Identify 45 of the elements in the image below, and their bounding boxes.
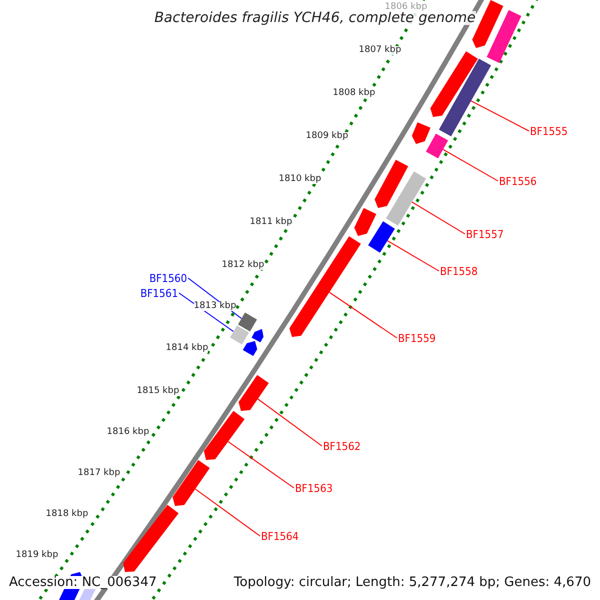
gene-label: BF1556 xyxy=(499,176,537,186)
map-title: Bacteroides fragilis YCH46, complete genome xyxy=(154,11,476,25)
tick-label: 1809 kbp xyxy=(306,132,348,140)
tick-label: 1813 kbp xyxy=(194,302,236,310)
gene-feature xyxy=(438,58,492,136)
gene-label: BF1560 xyxy=(149,272,187,284)
tick-label: 1811 kbp xyxy=(250,218,292,226)
tick-label: 1817 kbp xyxy=(78,468,120,478)
gene-feature xyxy=(289,236,361,337)
tick-label: 1814 kbp xyxy=(166,344,208,352)
leader-line xyxy=(228,441,294,488)
tick-label: 1819 kbp xyxy=(16,550,58,560)
tick-label: 1806 kbp xyxy=(384,2,428,12)
tick-label: 1815 kbp xyxy=(136,386,180,396)
leader-line xyxy=(442,148,498,182)
gene-feature xyxy=(238,312,257,332)
gene-feature xyxy=(230,326,249,344)
leader-line xyxy=(328,292,398,338)
gene-feature xyxy=(386,171,426,226)
gene-feature xyxy=(368,221,395,253)
tick-label: 1818 kbp xyxy=(46,510,88,518)
gene-label: BF1557 xyxy=(466,228,504,240)
tick-label: 1810 kbp xyxy=(278,174,322,184)
tick-label: 1816 kbp xyxy=(106,428,150,436)
gene-label: BF1559 xyxy=(398,332,436,344)
leader-line xyxy=(412,202,466,234)
leader-line xyxy=(194,488,260,536)
leader-line xyxy=(470,100,530,132)
accession-text: Accession: NC_006347 xyxy=(9,576,157,588)
gene-label: BF1563 xyxy=(295,482,333,494)
gene-feature xyxy=(426,134,448,158)
gene-label: BF1558 xyxy=(440,266,478,276)
gene-label: BF1562 xyxy=(323,440,361,452)
gene-feature xyxy=(204,410,245,460)
tick-label: 1808 kbp xyxy=(332,88,376,98)
gene-label: BF1555 xyxy=(530,126,568,136)
genome-info-text: Topology: circular; Length: 5,277,274 bp; Genes: 4,670 xyxy=(234,576,591,588)
tick-label: 1812 kbp xyxy=(222,260,264,270)
gene-label: BF1561 xyxy=(140,288,178,298)
gene-feature xyxy=(238,375,269,411)
leader-line xyxy=(386,240,440,272)
tick-label: 1807 kbp xyxy=(358,46,402,54)
gene-label: BF1564 xyxy=(261,530,299,542)
leader-line xyxy=(257,398,322,446)
gene-feature xyxy=(172,460,210,506)
